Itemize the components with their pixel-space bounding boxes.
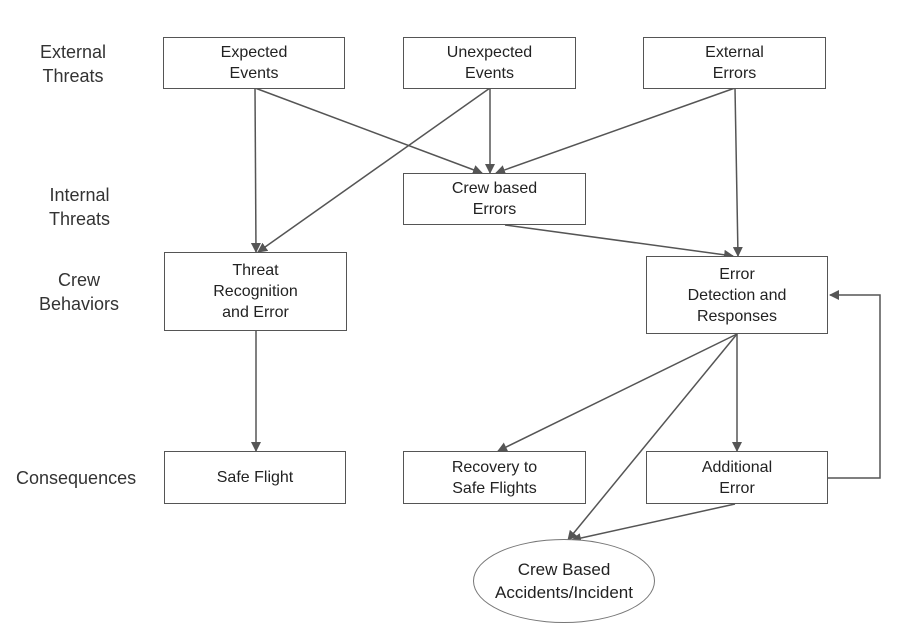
edge-error-detection-to-recovery	[497, 333, 738, 452]
node-safe-flight: Safe Flight	[164, 451, 346, 504]
row-label-consequences: Consequences	[16, 468, 137, 488]
node-external-errors: External Errors	[643, 37, 826, 89]
node-error-detection: Error Detection and Responses	[646, 256, 828, 334]
edge-expected-to-threat-recognition	[250, 87, 261, 253]
edge-unexpected-to-threat-recognition	[257, 87, 491, 253]
node-crew-based-errors: Crew based Errors	[403, 173, 586, 225]
edge-expected-to-crew-errors	[254, 87, 483, 175]
node-recovery-to-safe-flights: Recovery to Safe Flights	[403, 451, 586, 504]
node-crew-based-accidents: Crew Based Accidents/Incident	[473, 539, 655, 623]
edge-external-errors-to-error-detection	[732, 87, 743, 257]
node-expected-events: Expected Events	[163, 37, 345, 89]
edge-additional-error-to-crew-accidents	[571, 503, 736, 543]
edge-crew-errors-to-error-detection	[504, 224, 734, 260]
row-label-external-threats: External Threats	[40, 42, 107, 86]
edge-additional-error-feedback	[828, 290, 881, 479]
node-additional-error: Additional Error	[646, 451, 828, 504]
node-unexpected-events: Unexpected Events	[403, 37, 576, 89]
row-label-internal-threats: Internal Threats	[49, 185, 111, 229]
row-label-crew-behaviors: Crew Behaviors	[39, 270, 120, 314]
edge-external-errors-to-crew-errors	[495, 87, 736, 175]
edge-error-detection-to-crew-accidents	[567, 333, 738, 541]
node-threat-recognition: Threat Recognition and Error	[164, 252, 347, 331]
